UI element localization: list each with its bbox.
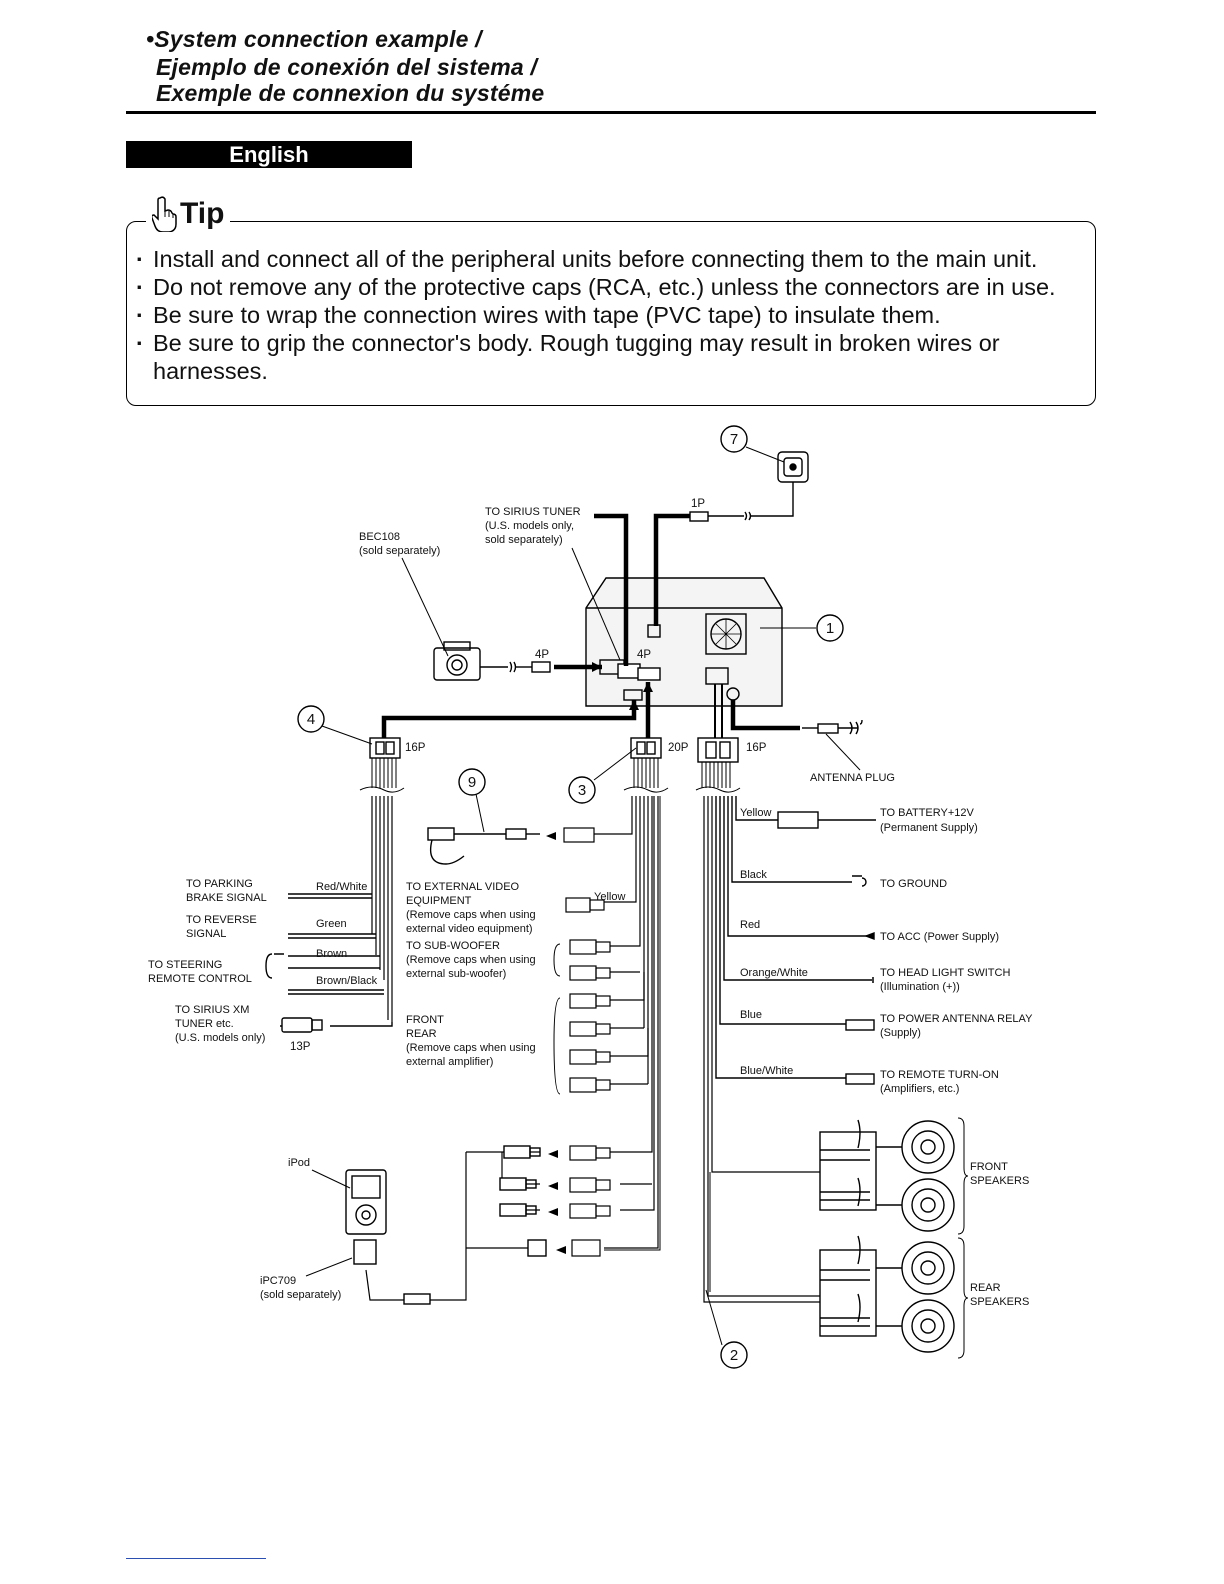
title-french: Exemple de connexion du systéme bbox=[156, 80, 545, 106]
wire-red: Red bbox=[740, 919, 760, 931]
connector-13p-label: 13P bbox=[290, 1041, 311, 1053]
tip-heading: Tip bbox=[146, 196, 231, 232]
title-english: •System connection example / bbox=[146, 26, 482, 52]
ext-video-label: TO EXTERNAL VIDEO bbox=[406, 881, 520, 893]
connector-16p-label: 16P bbox=[405, 742, 426, 754]
sirius-tuner-label: (U.S. models only, bbox=[485, 520, 574, 532]
remote-label: TO REMOTE TURN-ON bbox=[880, 1069, 999, 1081]
steering-label: TO STEERING bbox=[148, 959, 222, 971]
tip-item: Be sure to grip the connector's body. Ro… bbox=[136, 329, 1086, 385]
antenna-relay-label: TO POWER ANTENNA RELAY bbox=[880, 1013, 1033, 1025]
parking-label: BRAKE SIGNAL bbox=[186, 892, 267, 904]
connector-16p-label: 16P bbox=[746, 742, 767, 754]
acc-label: TO ACC (Power Supply) bbox=[880, 931, 999, 943]
wire-blue-white: Blue/White bbox=[740, 1065, 793, 1077]
wire-green: Green bbox=[316, 918, 347, 930]
connector-4p-label: 4P bbox=[637, 649, 651, 661]
tip-item: Do not remove any of the protective caps… bbox=[136, 273, 1086, 301]
wire-yellow-video: Yellow bbox=[594, 891, 625, 903]
rca-plugs bbox=[563, 827, 611, 1257]
front-rear-label: FRONT bbox=[406, 1014, 444, 1026]
sirius-tuner-label: sold separately) bbox=[485, 534, 563, 546]
front-rear-label: (Remove caps when using bbox=[406, 1042, 536, 1054]
connector-20p-label: 20P bbox=[668, 742, 689, 754]
tip-title: Tip bbox=[180, 197, 225, 230]
bec108-label: BEC108 bbox=[359, 531, 400, 543]
antenna-plug-label: ANTENNA PLUG bbox=[810, 772, 895, 784]
reverse-label: SIGNAL bbox=[186, 928, 226, 940]
ipod-icon bbox=[345, 1169, 387, 1235]
sub-woofer-label: TO SUB-WOOFER bbox=[406, 940, 500, 952]
tip-item: Install and connect all of the periphera… bbox=[136, 245, 1086, 273]
connector-4p-label: 4P bbox=[535, 649, 549, 661]
wire-brown-black: Brown/Black bbox=[316, 975, 378, 987]
antenna-relay-label: (Supply) bbox=[880, 1027, 921, 1039]
title-rule bbox=[126, 111, 1096, 114]
callout-7: 7 bbox=[730, 431, 738, 448]
front-speakers-label: SPEAKERS bbox=[970, 1175, 1029, 1187]
footer-rule bbox=[126, 1558, 266, 1559]
sirius-xm-label: (U.S. models only) bbox=[175, 1032, 265, 1044]
parking-label: TO PARKING bbox=[186, 878, 253, 890]
front-speakers-label: FRONT bbox=[970, 1161, 1008, 1173]
front-rear-label: REAR bbox=[406, 1028, 437, 1040]
battery-label: (Permanent Supply) bbox=[880, 822, 978, 834]
title-spanish: Ejemplo de conexión del sistema / bbox=[156, 54, 538, 80]
wire-yellow: Yellow bbox=[740, 807, 771, 819]
sub-woofer-label: (Remove caps when using bbox=[406, 954, 536, 966]
tip-list: Install and connect all of the periphera… bbox=[136, 245, 1086, 385]
callout-3: 3 bbox=[578, 782, 586, 799]
bec108-label: (sold separately) bbox=[359, 545, 440, 557]
sirius-tuner-label: TO SIRIUS TUNER bbox=[485, 506, 581, 518]
connector-1p-label: 1P bbox=[691, 498, 705, 510]
ipc709-label: iPC709 bbox=[260, 1275, 296, 1287]
ext-video-label: external video equipment) bbox=[406, 923, 533, 935]
wire-brown: Brown bbox=[316, 948, 347, 960]
callout-2: 2 bbox=[730, 1347, 738, 1364]
ext-video-label: (Remove caps when using bbox=[406, 909, 536, 921]
main-unit bbox=[585, 577, 783, 707]
fan-icon bbox=[705, 613, 747, 655]
wire-black: Black bbox=[740, 869, 767, 881]
callout-4: 4 bbox=[307, 711, 315, 728]
front-rear-label: external amplifier) bbox=[406, 1056, 493, 1068]
wire-red-white: Red/White bbox=[316, 881, 367, 893]
remote-label: (Amplifiers, etc.) bbox=[880, 1083, 959, 1095]
reverse-label: TO REVERSE bbox=[186, 914, 257, 926]
wire-blue: Blue bbox=[740, 1009, 762, 1021]
rear-speakers-label: REAR bbox=[970, 1282, 1001, 1294]
language-tab: English bbox=[126, 141, 412, 168]
sirius-xm-label: TO SIRIUS XM bbox=[175, 1004, 249, 1016]
ipc709-label: (sold separately) bbox=[260, 1289, 341, 1301]
sirius-xm-label: TUNER etc. bbox=[175, 1018, 234, 1030]
ipod-label: iPod bbox=[288, 1157, 310, 1169]
tip-item: Be sure to wrap the connection wires wit… bbox=[136, 301, 1086, 329]
rear-speakers-label: SPEAKERS bbox=[970, 1296, 1029, 1308]
rear-speakers bbox=[819, 1235, 955, 1353]
ext-video-label: EQUIPMENT bbox=[406, 895, 472, 907]
headlight-label: TO HEAD LIGHT SWITCH bbox=[880, 967, 1010, 979]
ground-label: TO GROUND bbox=[880, 878, 947, 890]
sub-woofer-label: external sub-woofer) bbox=[406, 968, 506, 980]
steering-label: REMOTE CONTROL bbox=[148, 973, 252, 985]
pointing-hand-icon bbox=[152, 196, 177, 232]
tip-box bbox=[126, 221, 1096, 406]
camera-icon bbox=[433, 641, 481, 681]
callout-9: 9 bbox=[468, 774, 476, 791]
battery-label: TO BATTERY+12V bbox=[880, 807, 975, 819]
headlight-label: (Illumination (+)) bbox=[880, 981, 960, 993]
front-speakers bbox=[819, 1119, 955, 1232]
callout-1: 1 bbox=[826, 620, 834, 637]
wire-orange-white: Orange/White bbox=[740, 967, 808, 979]
